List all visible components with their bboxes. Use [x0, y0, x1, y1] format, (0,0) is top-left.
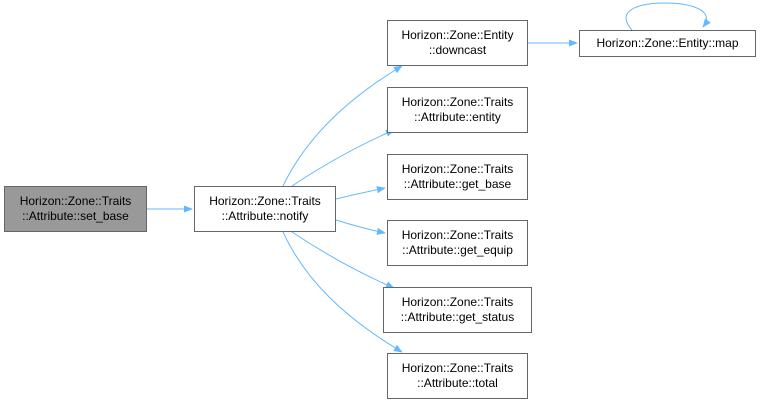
node-get-base[interactable]: Horizon::Zone::Traits ::Attribute::get_b… [387, 154, 528, 200]
node-total[interactable]: Horizon::Zone::Traits ::Attribute::total [387, 353, 528, 399]
node-set-base[interactable]: Horizon::Zone::Traits ::Attribute::set_b… [4, 186, 147, 232]
node-entity-line2: ::Attribute::entity [414, 110, 501, 124]
node-get-status[interactable]: Horizon::Zone::Traits ::Attribute::get_s… [383, 287, 532, 333]
node-get-status-line1: Horizon::Zone::Traits [401, 295, 514, 309]
node-get-base-line1: Horizon::Zone::Traits [401, 162, 514, 176]
edge-notify-to-get-base [335, 186, 386, 200]
node-get-equip-line2: ::Attribute::get_equip [402, 243, 513, 257]
node-total-line1: Horizon::Zone::Traits [401, 361, 514, 375]
node-map-line1: Horizon::Zone::Entity::map [596, 36, 739, 50]
node-total-line2: ::Attribute::total [417, 376, 498, 390]
node-map[interactable]: Horizon::Zone::Entity::map [579, 30, 756, 57]
node-downcast-line1: Horizon::Zone::Entity [401, 28, 514, 42]
node-get-equip-line1: Horizon::Zone::Traits [401, 228, 514, 242]
node-entity-line1: Horizon::Zone::Traits [401, 95, 514, 109]
edge-notify-to-get-equip [335, 219, 386, 235]
node-notify-line1: Horizon::Zone::Traits [209, 194, 321, 208]
edge-notify-to-total [282, 231, 403, 353]
node-set-base-line1: Horizon::Zone::Traits [19, 194, 132, 208]
node-get-status-line2: ::Attribute::get_status [400, 310, 515, 324]
edge-map-self-loop [625, 2, 711, 31]
node-downcast-line2: ::downcast [428, 43, 487, 57]
edge-notify-to-downcast [282, 65, 403, 187]
node-get-equip[interactable]: Horizon::Zone::Traits ::Attribute::get_e… [387, 220, 528, 266]
node-downcast[interactable]: Horizon::Zone::Entity ::downcast [387, 20, 528, 66]
edge-notify-to-get-status [291, 231, 395, 289]
node-notify-line2: ::Attribute::notify [221, 209, 309, 223]
node-entity[interactable]: Horizon::Zone::Traits ::Attribute::entit… [387, 87, 528, 133]
edge-notify-to-entity [291, 129, 395, 187]
node-get-base-line2: ::Attribute::get_base [403, 177, 512, 191]
node-set-base-line2: ::Attribute::set_base [22, 209, 129, 223]
node-notify[interactable]: Horizon::Zone::Traits ::Attribute::notif… [194, 186, 336, 232]
